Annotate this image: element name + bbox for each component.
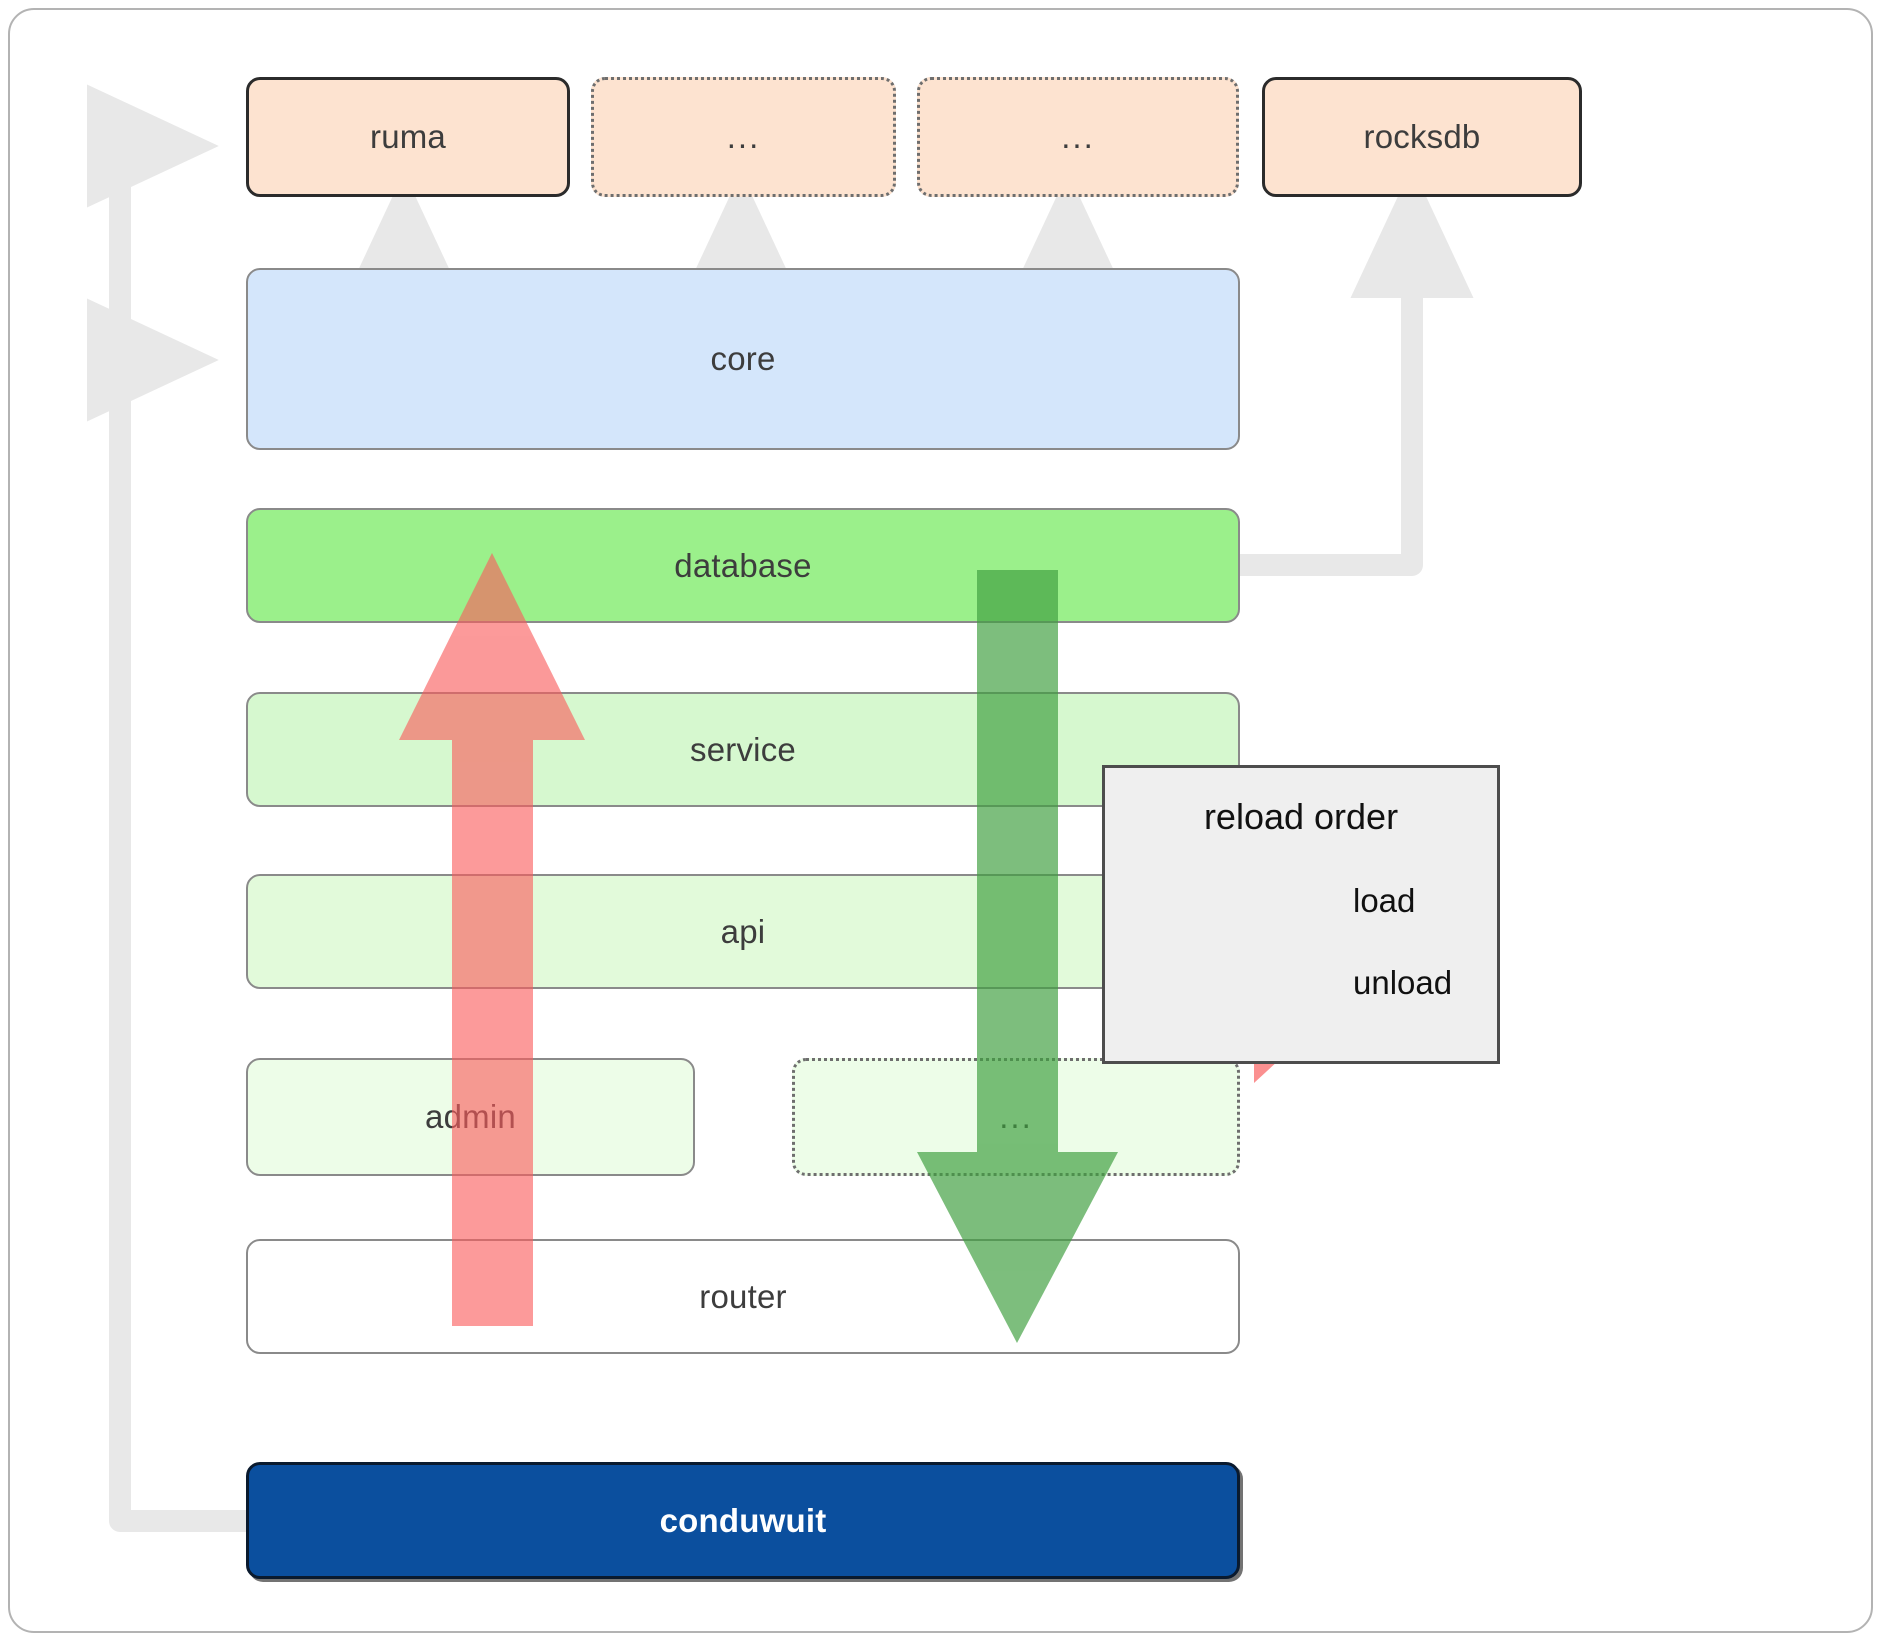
node-conduwuit[interactable]: conduwuit xyxy=(246,1462,1240,1579)
node-rocksdb[interactable]: rocksdb xyxy=(1262,77,1582,197)
node-core[interactable]: core xyxy=(246,268,1240,450)
node-top-dots-2[interactable]: ... xyxy=(917,77,1239,197)
node-database[interactable]: database xyxy=(246,508,1240,623)
node-ruma-label: ruma xyxy=(370,118,446,155)
load-arrow xyxy=(917,570,1118,1343)
node-database-label: database xyxy=(674,546,812,584)
unload-arrow xyxy=(399,553,585,1326)
node-service-label: service xyxy=(690,730,796,768)
connector-database-to-rocksdb xyxy=(1238,166,1474,576)
legend-panel: reload order load unload xyxy=(1102,765,1500,1064)
node-router-label: router xyxy=(699,1277,787,1315)
node-service[interactable]: service xyxy=(246,692,1240,807)
legend-label-unload: unload xyxy=(1353,964,1453,1001)
node-core-label: core xyxy=(710,340,776,377)
legend-label-load: load xyxy=(1353,882,1416,919)
node-rocksdb-label: rocksdb xyxy=(1363,118,1481,155)
node-api-label: api xyxy=(720,912,766,950)
node-api[interactable]: api xyxy=(246,874,1240,989)
connector-conduwuit-trunk xyxy=(109,360,248,1532)
connector-to-ruma xyxy=(86,84,219,360)
legend-title: reload order xyxy=(1203,796,1399,837)
node-router[interactable]: router xyxy=(246,1239,1240,1354)
node-conduwuit-label: conduwuit xyxy=(659,1501,827,1539)
